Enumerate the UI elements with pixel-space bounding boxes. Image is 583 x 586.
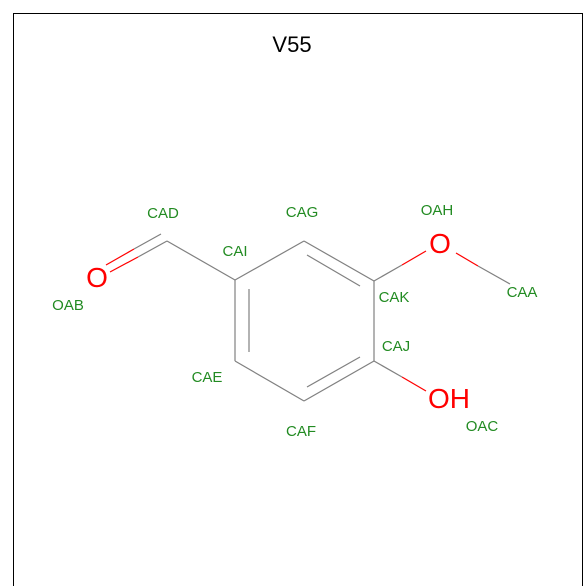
bond-oah-caa-2 (477, 265, 511, 285)
atom-symbol-oah: O (429, 228, 451, 259)
atom-labels: CAD CAG OAH CAI OAB CAK CAA CAJ CAE CAF … (52, 202, 537, 440)
diagram-frame (13, 13, 583, 586)
atom-label-caj: CAJ (382, 338, 410, 355)
bond-caj-oac-2 (401, 376, 427, 392)
diagram-title: V55 (272, 32, 311, 57)
atom-label-cad: CAD (147, 205, 179, 222)
bond-caj-caf (303, 360, 375, 402)
bond-cad-oab-b2 (105, 248, 135, 266)
bond-cai-cad (166, 240, 236, 281)
bond-oah-caa-1 (455, 252, 479, 267)
atom-label-cak: CAK (379, 289, 410, 306)
atom-label-oac: OAC (466, 418, 499, 435)
bond-caj-oac-1 (373, 360, 403, 378)
bond-cad-oab-a2 (109, 256, 139, 273)
bond-cad-oab-b1 (133, 233, 162, 250)
bond-cag-cak (303, 240, 375, 282)
bond-cak-oah-1 (373, 264, 403, 282)
atom-label-cae: CAE (192, 369, 223, 386)
atom-label-oah: OAH (421, 202, 454, 219)
bond-cak-oah-2 (401, 250, 427, 266)
bonds (105, 233, 511, 402)
bond-cai-cag (234, 240, 305, 281)
atom-label-caa: CAA (507, 284, 538, 301)
atom-symbol-oac: OH (428, 383, 470, 414)
bond-cad-oab-a1 (137, 240, 168, 258)
bond-caf-cae (234, 360, 305, 402)
bond-inner-caj-caf (306, 356, 361, 388)
atom-label-cai: CAI (222, 243, 247, 260)
atom-label-oab: OAB (52, 297, 84, 314)
bond-inner-cag-cak (306, 254, 361, 287)
atom-symbol-oab: O (86, 262, 108, 293)
atom-label-cag: CAG (286, 204, 319, 221)
atom-label-caf: CAF (286, 423, 316, 440)
